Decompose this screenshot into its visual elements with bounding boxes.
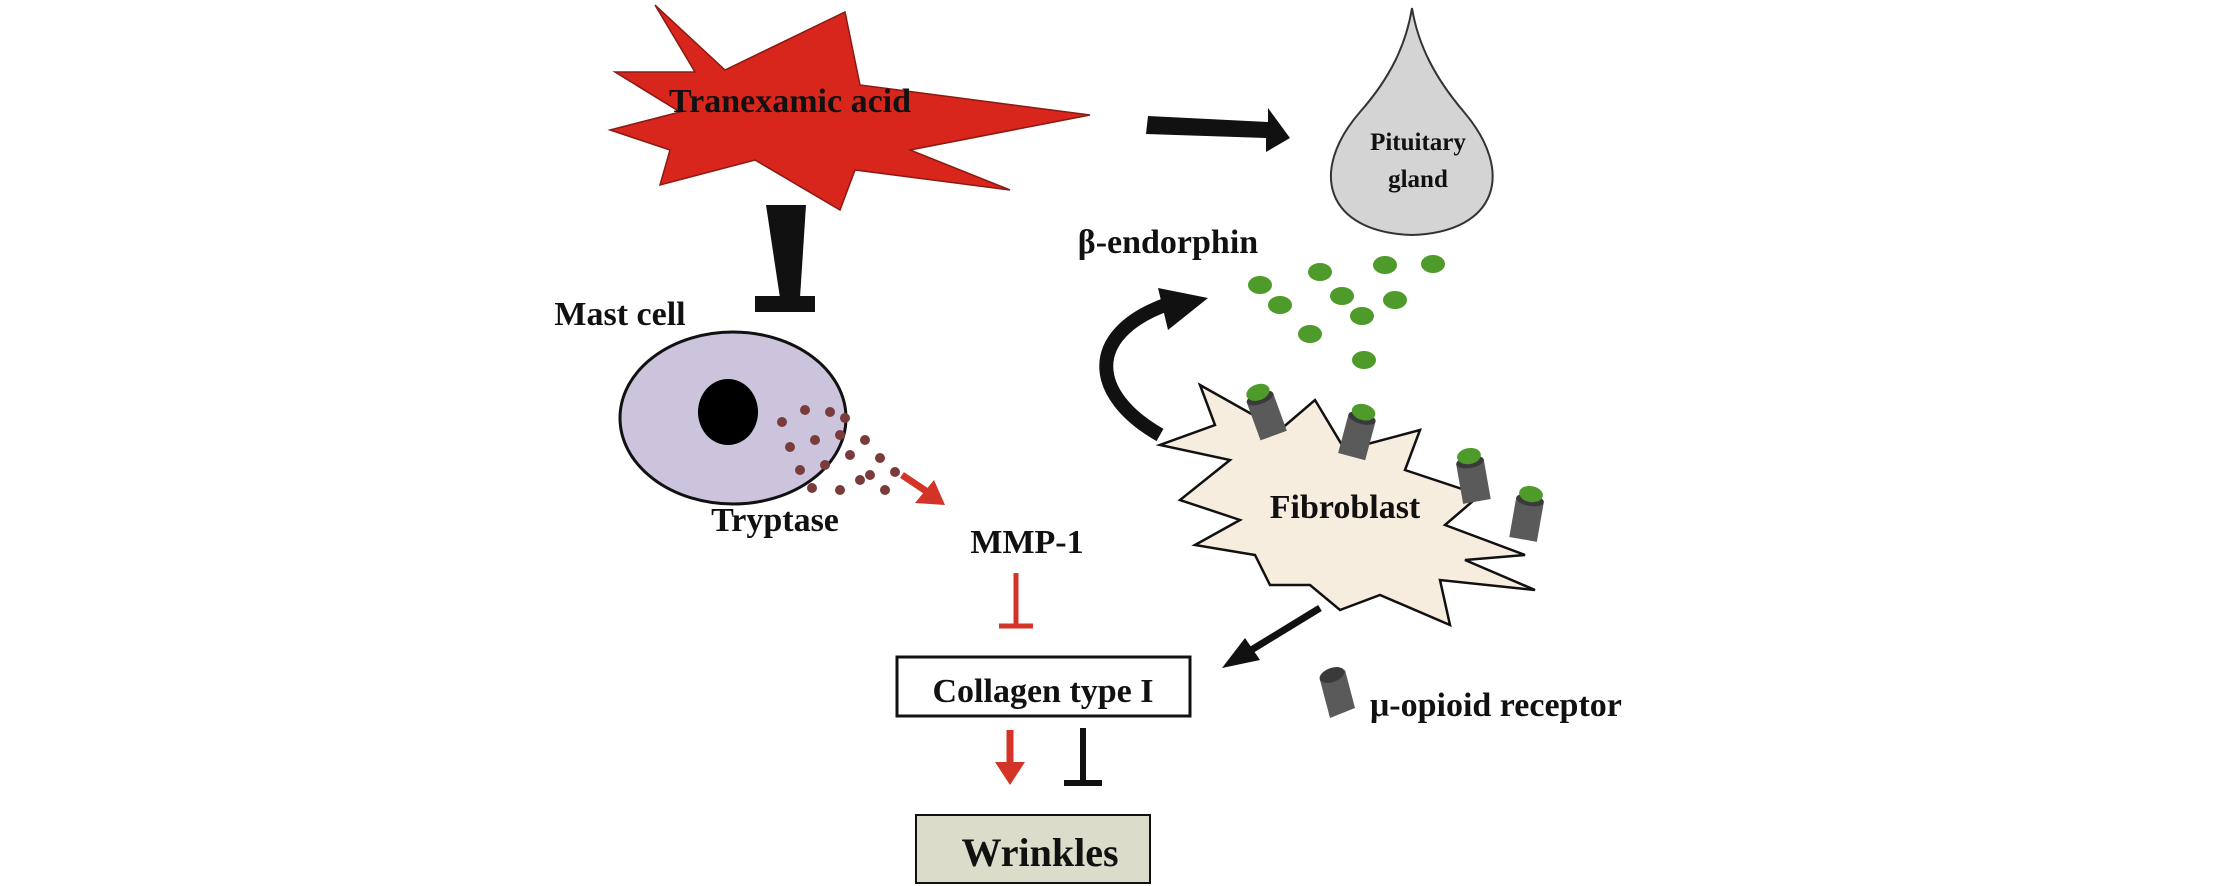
- tryptase-granule: [880, 485, 890, 495]
- arrow-fibroblast-to-collagen: [1222, 605, 1322, 668]
- wrinkles-label: Wrinkles: [961, 830, 1118, 875]
- curved-arrow-fibroblast-to-endorphin: [1099, 288, 1208, 442]
- tryptase-granule: [820, 460, 830, 470]
- tryptase-granule: [840, 413, 850, 423]
- tryptase-granules: [777, 405, 900, 495]
- beta-endorphin-molecule: [1383, 291, 1407, 309]
- collagen-type-i-box: [895, 655, 1192, 718]
- inhibition-to-mast-cell: [755, 205, 815, 312]
- beta-endorphin-molecule: [1330, 287, 1354, 305]
- tryptase-granule: [845, 450, 855, 460]
- tryptase-granule: [807, 483, 817, 493]
- mast-cell-label: Mast cell: [554, 296, 685, 333]
- beta-endorphin-molecule: [1298, 325, 1322, 343]
- tryptase-granule: [800, 405, 810, 415]
- beta-endorphin-molecule: [1268, 296, 1292, 314]
- tryptase-granule: [810, 435, 820, 445]
- arrow-tryptase-to-mmp1: [900, 472, 945, 505]
- pituitary-label-line2: gland: [1388, 166, 1448, 193]
- beta-endorphin-molecules: [1248, 255, 1445, 369]
- tryptase-granule: [835, 430, 845, 440]
- inhibition-collagen-to-wrinkles: [1064, 728, 1102, 786]
- mast-cell-nucleus: [698, 379, 758, 445]
- tryptase-granule: [785, 442, 795, 452]
- receptor-with-bound-endorphin: [1246, 383, 1287, 441]
- beta-endorphin-molecule: [1352, 351, 1376, 369]
- tryptase-label: Tryptase: [711, 502, 839, 539]
- tranexamic-acid-label: Tranexamic acid: [669, 83, 911, 120]
- beta-endorphin-molecule: [1248, 276, 1272, 294]
- receptor-with-bound-endorphin: [1338, 403, 1376, 461]
- inhibition-mmp1-to-collagen: [999, 573, 1033, 629]
- mu-opioid-receptor-label: μ-opioid receptor: [1370, 687, 1622, 724]
- beta-endorphin-molecule: [1421, 255, 1445, 273]
- beta-endorphin-molecule: [1373, 256, 1397, 274]
- arrow-to-pituitary: [1146, 108, 1290, 152]
- wrinkles-box: [915, 814, 1151, 884]
- beta-endorphin-molecule: [1350, 307, 1374, 325]
- tryptase-granule: [890, 467, 900, 477]
- tryptase-granule: [875, 453, 885, 463]
- receptor-with-bound-endorphin: [1456, 447, 1491, 504]
- beta-endorphin-molecule: [1308, 263, 1332, 281]
- tranexamic-acid-starburst: [607, 4, 1091, 212]
- mu-opioid-receptor-legend-icon: [1319, 667, 1355, 718]
- arrow-collagen-to-wrinkles: [995, 730, 1025, 785]
- mmp1-label: MMP-1: [970, 524, 1083, 561]
- tryptase-granule: [795, 465, 805, 475]
- tryptase-granule: [835, 485, 845, 495]
- tryptase-granule: [860, 435, 870, 445]
- tryptase-granule: [855, 475, 865, 485]
- pituitary-label-line1: Pituitary: [1370, 129, 1466, 156]
- tryptase-granule: [865, 470, 875, 480]
- tryptase-granule: [825, 407, 835, 417]
- pituitary-gland-drop: [1329, 7, 1494, 237]
- receptor-with-bound-endorphin: [1509, 485, 1544, 542]
- tryptase-granule: [777, 417, 787, 427]
- fibroblast-label: Fibroblast: [1270, 489, 1421, 526]
- beta-endorphin-label: β-endorphin: [1078, 224, 1259, 261]
- mu-opioid-receptors: [1246, 383, 1544, 542]
- fibroblast-starburst: [1155, 382, 1536, 628]
- collagen-label: Collagen type I: [933, 673, 1154, 710]
